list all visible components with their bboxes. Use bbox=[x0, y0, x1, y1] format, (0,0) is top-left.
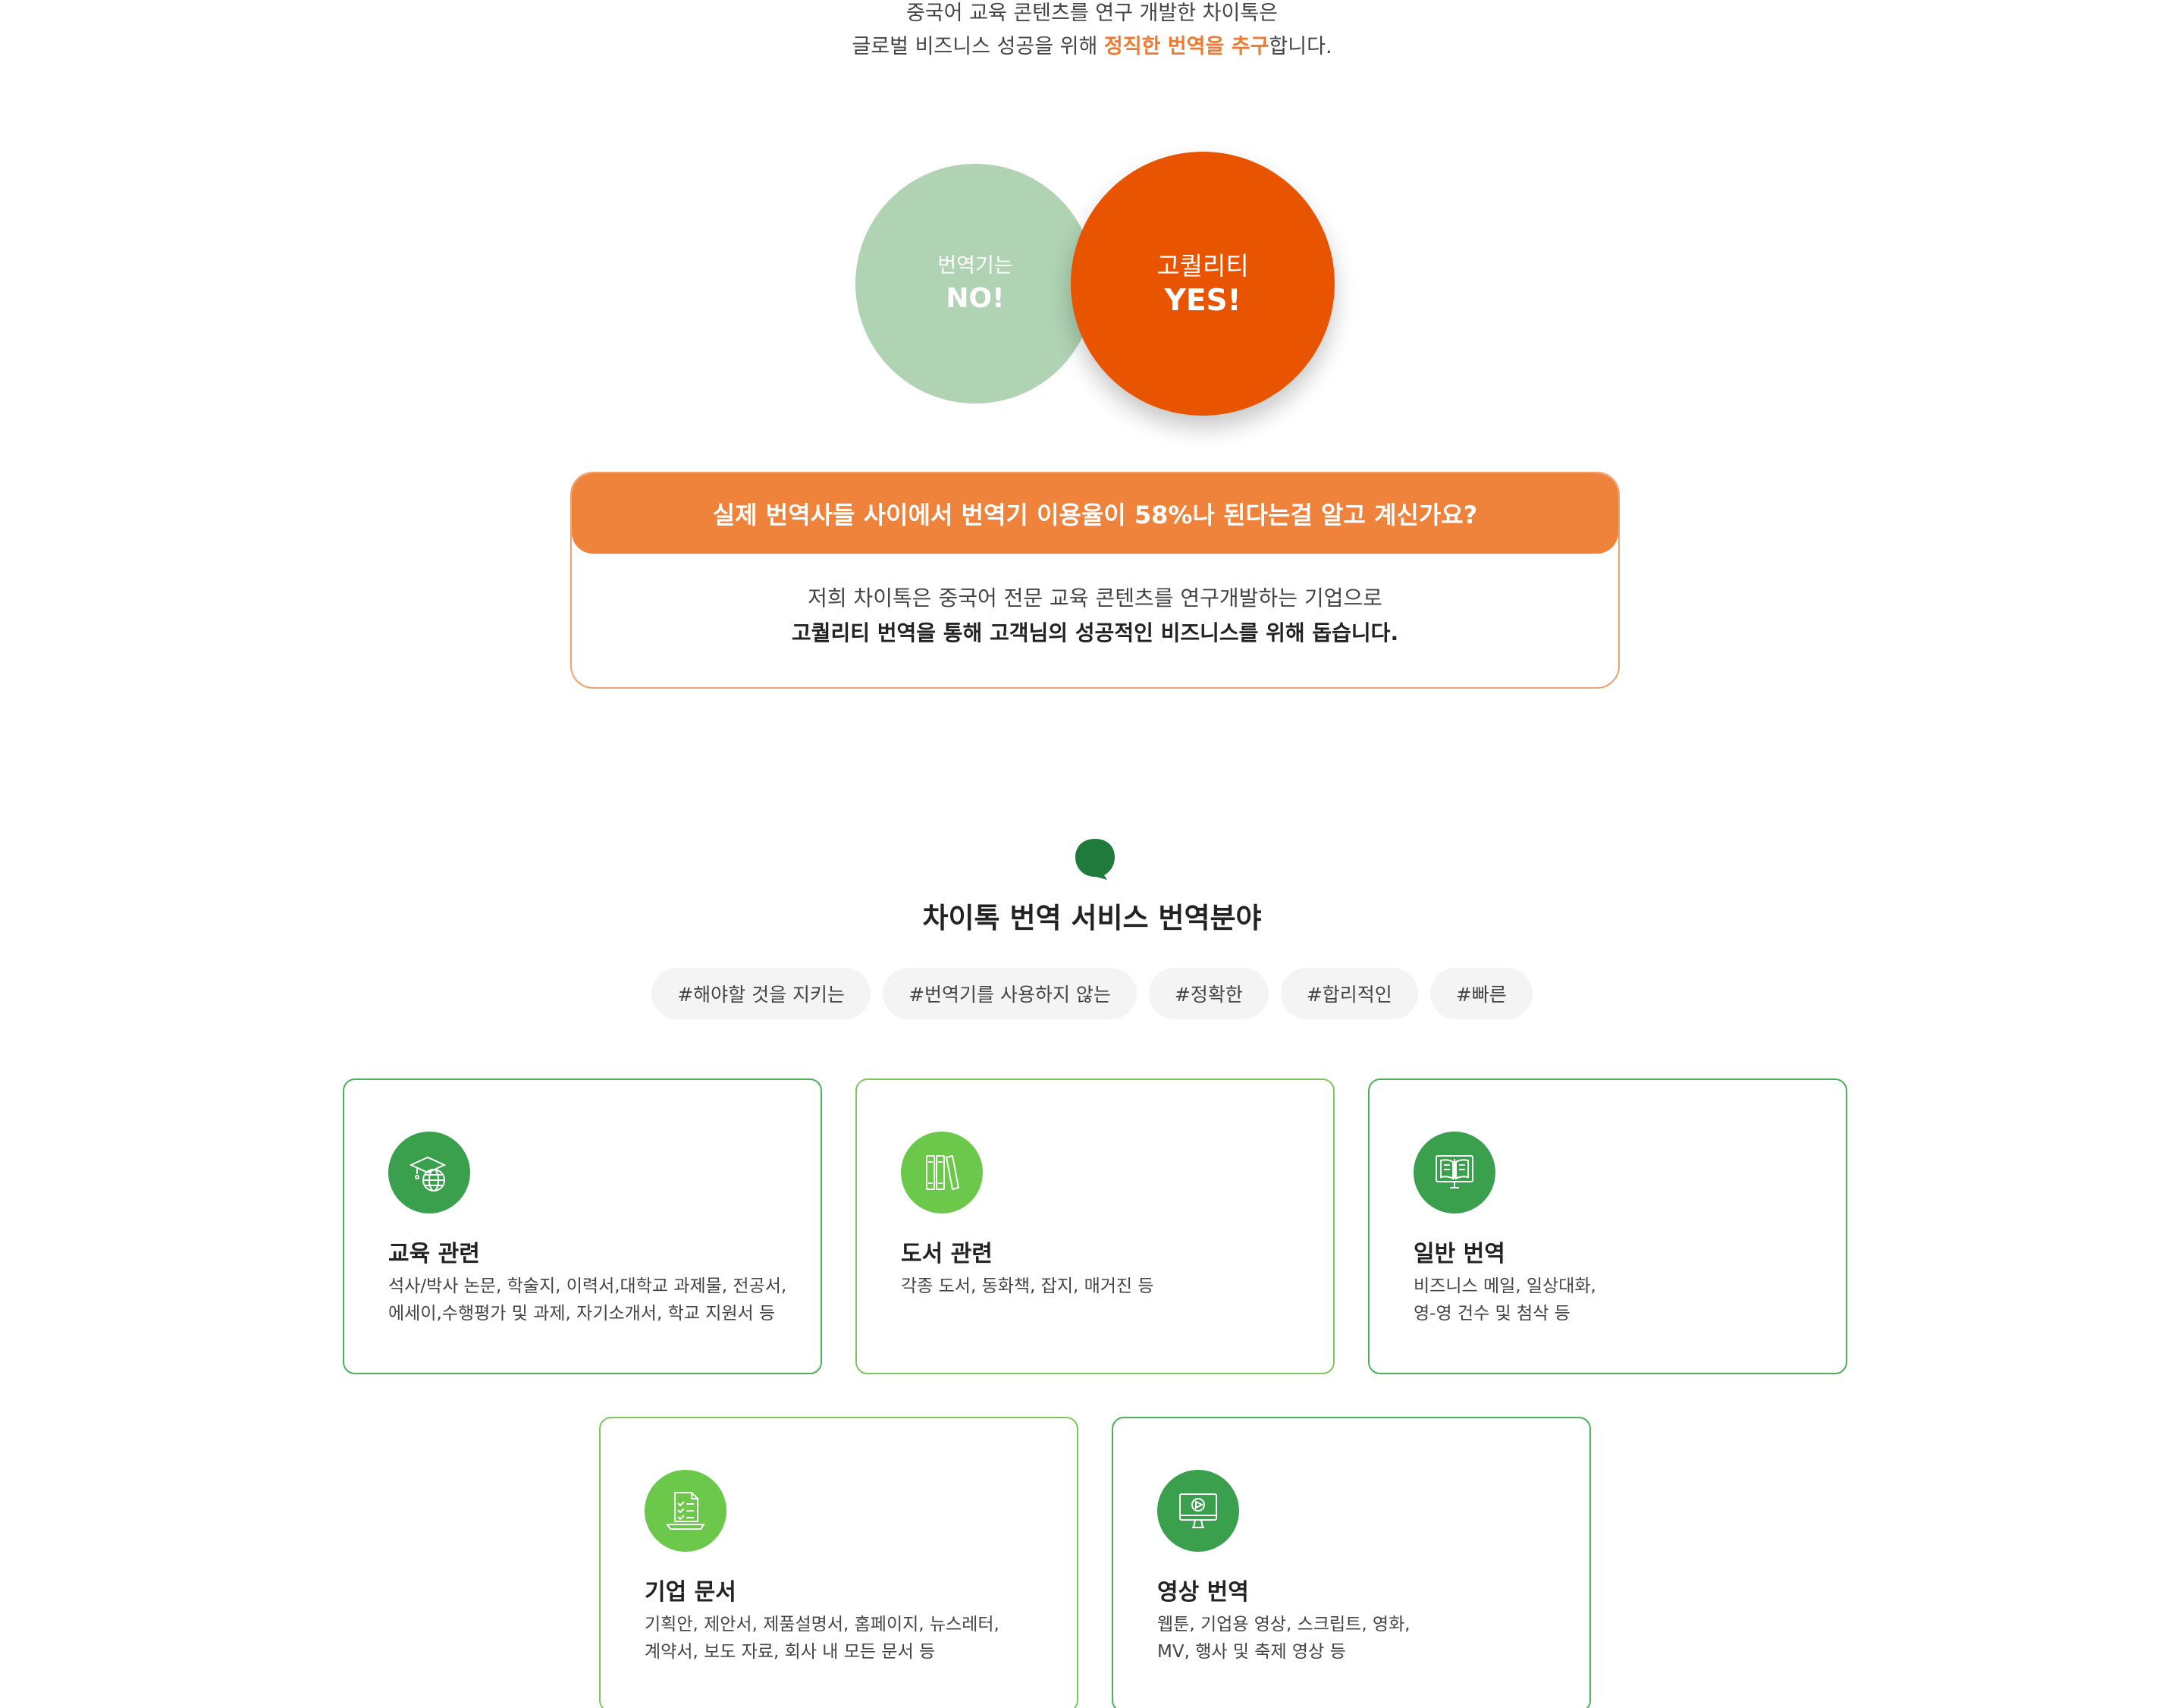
card-title: 일반 번역 bbox=[1414, 1241, 1505, 1267]
notice-body-line-1: 저희 차이톡은 중국어 전문 교육 콘텐츠를 연구개발하는 기업으로 bbox=[808, 586, 1382, 611]
notice-box: 실제 번역사들 사이에서 번역기 이용율이 58%나 된다는걸 알고 계신가요?… bbox=[570, 472, 1620, 689]
open-book-screen-icon bbox=[1414, 1132, 1495, 1213]
intro-line-2: 글로벌 비즈니스 성공을 위해 정직한 번역을 추구합니다. bbox=[0, 30, 2184, 64]
notice-body: 저희 차이톡은 중국어 전문 교육 콘텐츠를 연구개발하는 기업으로 고퀄리티 … bbox=[572, 554, 1618, 651]
tag-item[interactable]: #합리적인 bbox=[1280, 968, 1418, 1019]
intro-line-1: 중국어 교육 콘텐츠를 연구 개발한 차이톡은 bbox=[905, 2, 1279, 25]
card-general: 일반 번역 비즈니스 메일, 일상대화, 영-영 건수 및 첨삭 등 bbox=[1368, 1078, 1847, 1374]
checklist-laptop-icon bbox=[645, 1470, 726, 1552]
card-desc-line-1: 석사/박사 논문, 학술지, 이력서,대학교 과제물, 전공서, bbox=[388, 1276, 787, 1296]
tag-item[interactable]: #번역기를 사용하지 않는 bbox=[883, 968, 1137, 1019]
no-circle-value: NO! bbox=[946, 283, 1005, 314]
yes-circle-value: YES! bbox=[1164, 284, 1241, 318]
card-desc-line-2: MV, 행사 및 축제 영상 등 bbox=[1157, 1642, 1346, 1662]
books-icon bbox=[901, 1132, 983, 1213]
graduation-globe-icon bbox=[388, 1132, 470, 1213]
card-description: 기획안, 제안서, 제품설명서, 홈페이지, 뉴스레터, 계약서, 보도 자료,… bbox=[645, 1611, 1054, 1666]
yes-circle-label: 고퀄리티 bbox=[1156, 251, 1249, 281]
quality-yes-circle: 고퀄리티 YES! bbox=[1071, 152, 1335, 416]
card-description: 석사/박사 논문, 학술지, 이력서,대학교 과제물, 전공서, 에세이,수행평… bbox=[388, 1273, 798, 1327]
card-title: 영상 번역 bbox=[1157, 1579, 1249, 1606]
card-description: 웹툰, 기업용 영상, 스크립트, 영화, MV, 행사 및 축제 영상 등 bbox=[1157, 1611, 1567, 1666]
card-video: 영상 번역 웹툰, 기업용 영상, 스크립트, 영화, MV, 행사 및 축제 … bbox=[1112, 1417, 1591, 1708]
card-title: 교육 관련 bbox=[388, 1241, 480, 1267]
card-desc-line-1: 비즈니스 메일, 일상대화, bbox=[1414, 1276, 1596, 1296]
card-title: 도서 관련 bbox=[901, 1241, 993, 1267]
notice-body-line-2: 고퀄리티 번역을 통해 고객님의 성공적인 비즈니스를 위해 돕습니다. bbox=[791, 620, 1399, 645]
intro-highlight: 정직한 번역을 추구 bbox=[1103, 35, 1269, 58]
card-desc-line-1: 각종 도서, 동화책, 잡지, 매거진 등 bbox=[901, 1276, 1154, 1296]
section-title: 차이톡 번역 서비스 번역분야 bbox=[922, 902, 1262, 934]
card-corporate: 기업 문서 기획안, 제안서, 제품설명서, 홈페이지, 뉴스레터, 계약서, … bbox=[599, 1417, 1078, 1708]
tag-item[interactable]: #정확한 bbox=[1148, 968, 1269, 1019]
card-education: 교육 관련 석사/박사 논문, 학술지, 이력서,대학교 과제물, 전공서, 에… bbox=[343, 1078, 822, 1374]
tag-item[interactable]: #빠른 bbox=[1429, 968, 1533, 1019]
card-desc-line-2: 계약서, 보도 자료, 회사 내 모든 문서 등 bbox=[645, 1642, 936, 1662]
notice-headline: 실제 번역사들 사이에서 번역기 이용율이 58%나 된다는걸 알고 계신가요? bbox=[572, 473, 1618, 554]
card-desc-line-2: 에세이,수행평가 및 과제, 자기소개서, 학교 지원서 등 bbox=[388, 1304, 776, 1323]
video-monitor-icon bbox=[1157, 1470, 1239, 1552]
tag-item[interactable]: #해야할 것을 지키는 bbox=[651, 968, 871, 1019]
intro-line-2-after: 합니다. bbox=[1269, 35, 1332, 58]
speech-bubble-icon bbox=[1075, 839, 1115, 880]
card-description: 비즈니스 메일, 일상대화, 영-영 건수 및 첨삭 등 bbox=[1414, 1273, 1823, 1327]
card-desc-line-2: 영-영 건수 및 첨삭 등 bbox=[1414, 1304, 1571, 1323]
no-circle-label: 번역기는 bbox=[937, 254, 1013, 278]
translator-no-circle: 번역기는 NO! bbox=[855, 164, 1095, 403]
card-desc-line-1: 웹툰, 기업용 영상, 스크립트, 영화, bbox=[1157, 1615, 1410, 1634]
card-books: 도서 관련 각종 도서, 동화책, 잡지, 매거진 등 bbox=[855, 1078, 1335, 1374]
card-description: 각종 도서, 동화책, 잡지, 매거진 등 bbox=[901, 1273, 1310, 1300]
intro-line-2-before: 글로벌 비즈니스 성공을 위해 bbox=[852, 35, 1104, 58]
card-desc-line-1: 기획안, 제안서, 제품설명서, 홈페이지, 뉴스레터, bbox=[645, 1615, 999, 1634]
card-title: 기업 문서 bbox=[645, 1579, 736, 1606]
tag-list: #해야할 것을 지키는 #번역기를 사용하지 않는 #정확한 #합리적인 #빠른 bbox=[0, 968, 2184, 1019]
